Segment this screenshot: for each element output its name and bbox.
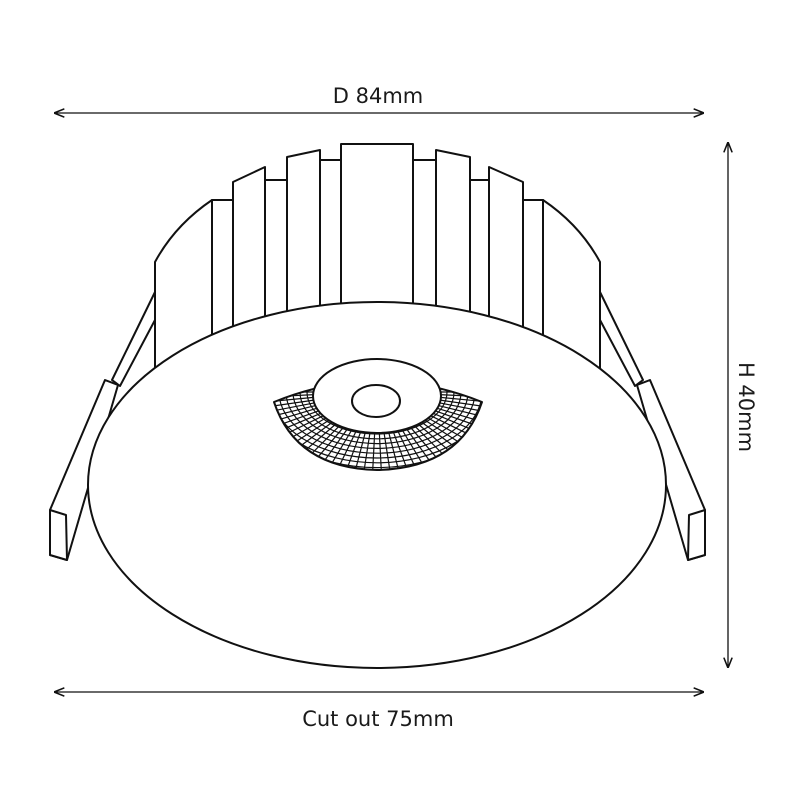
led-chip bbox=[351, 384, 401, 418]
reflector-grid-rib bbox=[361, 427, 372, 470]
reflector-grid-rib bbox=[386, 427, 402, 470]
reflector-grid-rib bbox=[427, 410, 482, 441]
reflector-grid-rib bbox=[274, 401, 320, 418]
cutout-label: Cut out 75mm bbox=[302, 707, 454, 731]
reflector-grid-rib bbox=[274, 396, 318, 406]
spring-clip-right bbox=[599, 291, 706, 561]
reflector-grid-rib bbox=[436, 396, 482, 406]
reflector-grid-arc bbox=[274, 381, 482, 469]
reflector-grid-arc bbox=[274, 381, 482, 459]
diameter-label: D 84mm bbox=[333, 84, 423, 108]
reflector-grid-rib bbox=[434, 401, 482, 418]
height-label: H 40mm bbox=[734, 362, 758, 452]
reflector-grid-rib bbox=[433, 403, 482, 424]
reflector-grid-rib bbox=[382, 427, 393, 470]
reflector-grid-rib bbox=[435, 398, 482, 412]
spring-clip-left bbox=[49, 291, 156, 561]
reflector-grid-rib bbox=[274, 410, 327, 441]
reflector-grid-rib bbox=[390, 426, 412, 470]
reflector-grid-rib bbox=[378, 427, 383, 470]
front-bezel bbox=[87, 301, 667, 669]
reflector-grid-rib bbox=[431, 406, 482, 430]
reflector-grid-rib bbox=[274, 406, 323, 430]
reflector-grid-rib bbox=[429, 408, 482, 435]
reflector-grid-rib bbox=[371, 427, 376, 470]
reflector-grid-rib bbox=[274, 403, 321, 424]
reflector-grid-rib bbox=[274, 408, 325, 435]
reflector-grid-rib bbox=[342, 426, 364, 470]
reflector-grid-arc bbox=[274, 381, 482, 464]
reflector-grid-rib bbox=[352, 427, 368, 470]
reflector-grid-rib bbox=[274, 398, 319, 412]
